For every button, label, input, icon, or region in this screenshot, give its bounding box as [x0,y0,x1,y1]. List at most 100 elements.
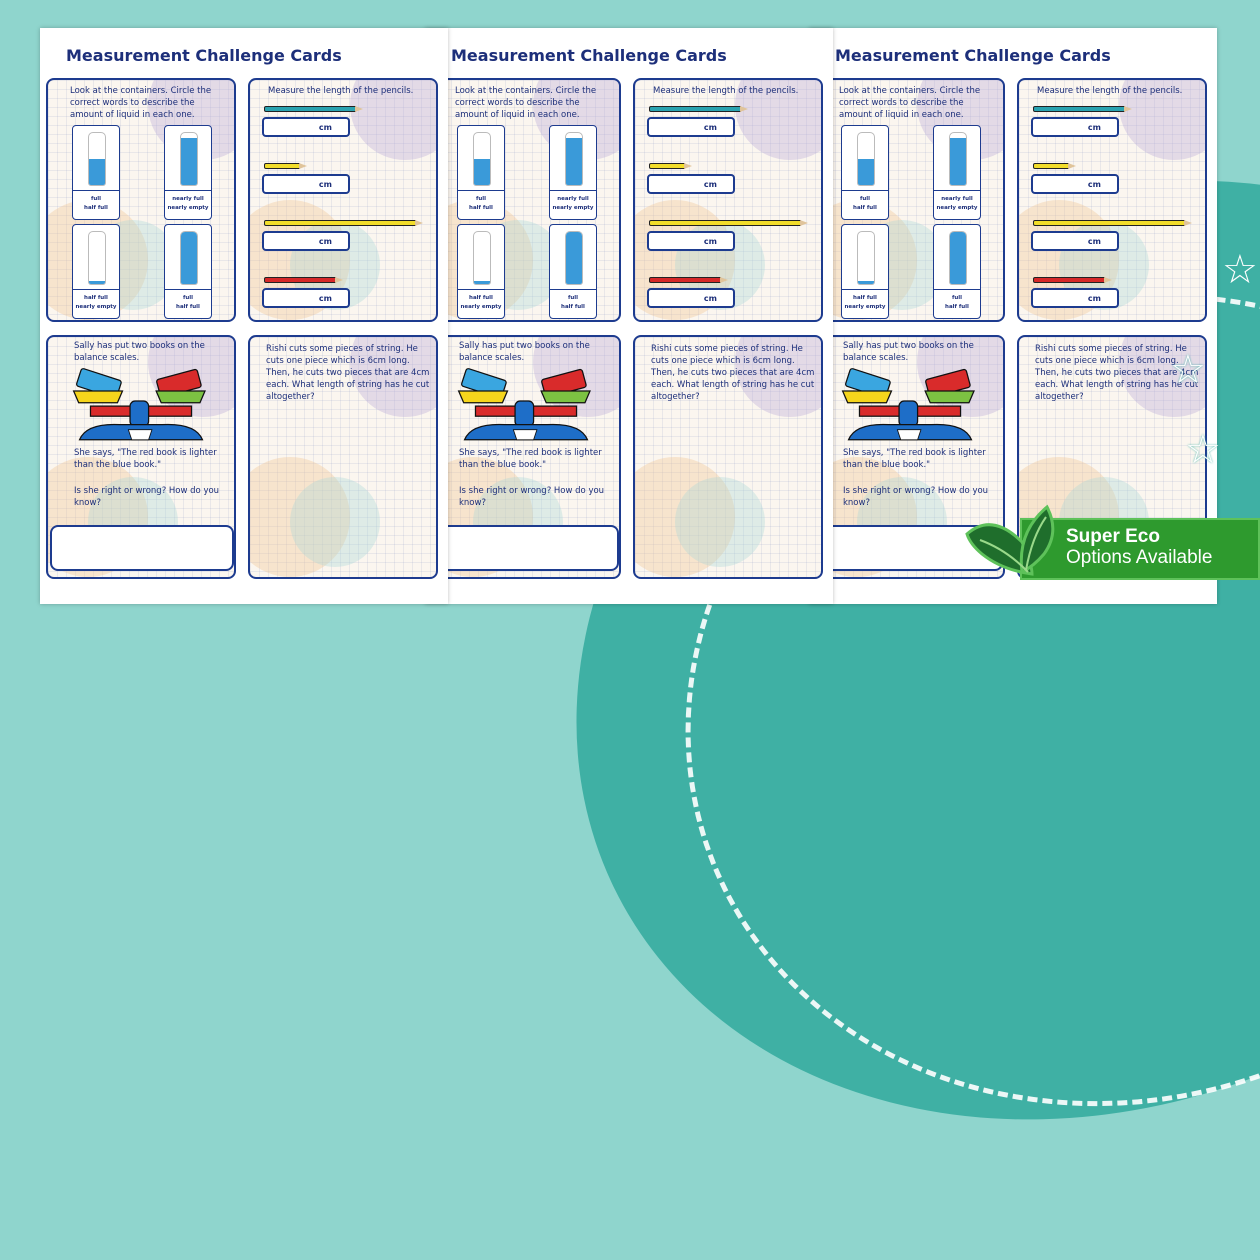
answer-box[interactable] [435,525,619,571]
option-word[interactable]: nearly full [557,196,589,202]
option-word[interactable]: full [951,295,963,301]
bottle-options: half full nearly empty [458,289,504,312]
star-icon: ☆ [1185,427,1221,473]
pencil-tip [740,106,748,112]
length-answer-box[interactable]: cm [262,174,350,194]
option-word[interactable]: half full [853,295,877,301]
bottle-options: nearly full nearly empty [165,190,211,213]
option-word[interactable]: full [90,196,102,202]
bottle-option-card[interactable]: full half full [72,125,120,220]
option-word[interactable]: half full [853,205,877,211]
bottle-option-card[interactable]: full half full [457,125,505,220]
length-answer-box[interactable]: cm [647,231,735,251]
background-shape [675,477,765,567]
string-question: Rishi cuts some pieces of string. He cut… [266,344,430,402]
option-word[interactable]: full [567,295,579,301]
bottle-option-card[interactable]: full half full [549,224,597,319]
bottle-option-card[interactable]: half full nearly empty [841,224,889,319]
length-answer-box[interactable]: cm [262,231,350,251]
option-word[interactable]: nearly full [941,196,973,202]
pencils-instruction: Measure the length of the pencils. [268,86,414,96]
option-word[interactable]: nearly empty [75,304,117,310]
liquid-level [858,281,874,284]
scales-intro: Sally has put two books on the balance s… [459,341,590,363]
bottle-icon [565,231,583,285]
scales-quote: She says, "The red book is lighter than … [74,448,217,470]
liquid-level [181,232,197,284]
pencil-icon [264,220,423,226]
leaf-icon [965,504,1055,576]
option-word[interactable]: full [859,196,871,202]
option-word[interactable]: nearly empty [552,205,594,211]
liquid-level [858,159,874,185]
option-word[interactable]: full [475,196,487,202]
page-title: Measurement Challenge Cards [66,46,342,65]
option-word[interactable]: nearly empty [936,205,978,211]
pencil-icon [649,106,748,112]
option-word[interactable]: half full [945,304,969,310]
pencil-icon [1033,163,1076,169]
pencil-tip [1124,106,1132,112]
length-answer-box[interactable]: cm [647,117,735,137]
bottle-option-card[interactable]: half full nearly empty [72,224,120,319]
option-word[interactable]: half full [469,295,493,301]
option-word[interactable]: full [182,295,194,301]
bottle-option-card[interactable]: full half full [933,224,981,319]
bottle-icon [88,231,106,285]
eco-badge: Super Eco Options Available [1020,518,1260,580]
bottle-icon [180,231,198,285]
length-answer-box[interactable]: cm [647,174,735,194]
pencil-tip [299,163,307,169]
containers-card: Look at the containers. Circle the corre… [431,78,621,322]
bottle-option-card[interactable]: nearly full nearly empty [549,125,597,220]
option-word[interactable]: nearly empty [167,205,209,211]
option-word[interactable]: half full [561,304,585,310]
liquid-level [566,232,582,284]
bottle-options: full half full [73,190,119,213]
bottle-options: half full nearly empty [842,289,888,312]
length-answer-box[interactable]: cm [1031,174,1119,194]
option-word[interactable]: half full [84,295,108,301]
bottle-icon [857,132,875,186]
length-answer-box[interactable]: cm [1031,231,1119,251]
option-word[interactable]: nearly empty [460,304,502,310]
background-shape [250,457,350,577]
bottle-option-card[interactable]: half full nearly empty [457,224,505,319]
balance-scales-card: Sally has put two books on the balance s… [46,335,236,579]
pencil-icon [1033,277,1112,283]
pencil-icon [1033,106,1132,112]
bottle-option-card[interactable]: full half full [164,224,212,319]
scales-intro: Sally has put two books on the balance s… [843,341,974,363]
page-title: Measurement Challenge Cards [451,46,727,65]
scales-question: Is she right or wrong? How do you know? [74,486,220,508]
option-word[interactable]: nearly full [172,196,204,202]
bottle-option-card[interactable]: nearly full nearly empty [933,125,981,220]
answer-box[interactable] [50,525,234,571]
bottle-option-card[interactable]: full half full [841,125,889,220]
option-word[interactable]: nearly empty [844,304,886,310]
scales-intro: Sally has put two books on the balance s… [74,341,205,363]
string-problem-card: Rishi cuts some pieces of string. He cut… [633,335,823,579]
bottle-icon [949,132,967,186]
length-answer-box[interactable]: cm [647,288,735,308]
bottle-icon [180,132,198,186]
length-answer-box[interactable]: cm [262,117,350,137]
liquid-level [950,232,966,284]
star-icon: ☆ [1170,347,1206,393]
length-answer-box[interactable]: cm [262,288,350,308]
balance-scales-card: Sally has put two books on the balance s… [431,335,621,579]
pencil-tip [415,220,423,226]
option-word[interactable]: half full [176,304,200,310]
bottle-option-card[interactable]: nearly full nearly empty [164,125,212,220]
string-problem-card: Rishi cuts some pieces of string. He cut… [248,335,438,579]
length-answer-box[interactable]: cm [1031,117,1119,137]
pencils-card: Measure the length of the pencils. cm cm cm… [248,78,438,322]
pencil-tip [800,220,808,226]
scales-question: Is she right or wrong? How do you know? [459,486,605,508]
bottle-options: full half full [458,190,504,213]
length-answer-box[interactable]: cm [1031,288,1119,308]
option-word[interactable]: half full [84,205,108,211]
option-word[interactable]: half full [469,205,493,211]
